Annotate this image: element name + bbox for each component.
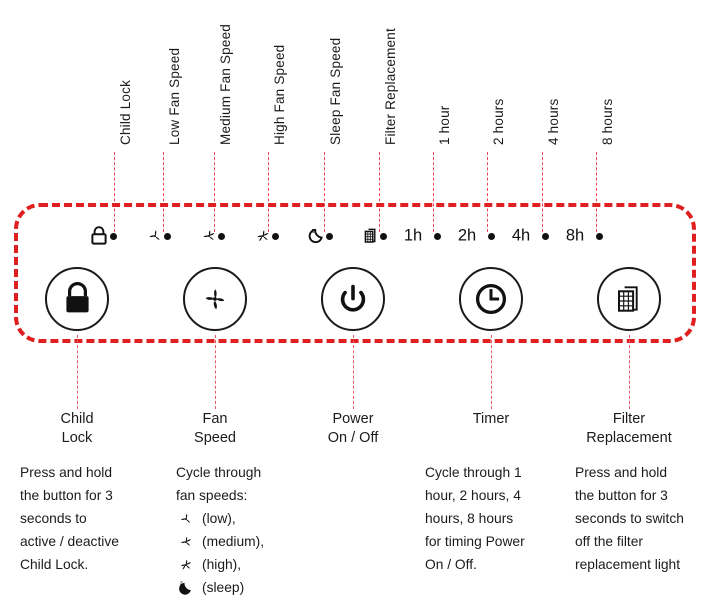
top-label-child-lock: Child Lock: [118, 79, 133, 145]
leader-line-child-lock-bottom: [77, 335, 78, 409]
indicator-sleep-moon-icon: z: [304, 219, 330, 253]
sleep-moon-icon: z: [176, 578, 202, 598]
indicator-fan-low-icon: [142, 219, 168, 253]
top-label-filter-replacement: Filter Replacement: [383, 28, 398, 145]
leader-line-filter-replacement: [379, 152, 380, 232]
leader-line-filter-bottom: [629, 335, 630, 409]
description-child-lock: Press and hold the button for 3 seconds …: [20, 465, 119, 572]
led-low-fan: [164, 232, 171, 240]
led-4-hours: [542, 232, 549, 240]
led-filter-replacement: [380, 232, 387, 240]
leader-line-timer-bottom: [491, 335, 492, 409]
indicator-lock-icon: [88, 219, 110, 253]
led-1-hour: [434, 232, 441, 240]
button-name-timer: Timer: [472, 411, 510, 427]
svg-text:z: z: [312, 229, 315, 235]
led-sleep-fan: [326, 232, 333, 240]
fan-legend-row-sleep: z (sleep): [176, 576, 264, 599]
leader-line-child-lock: [114, 152, 115, 232]
top-label-4-hours: 4 hours: [546, 98, 561, 145]
indicator-strip: z 1h 2h 4h 8h: [14, 219, 696, 253]
top-label-low-fan-speed: Low Fan Speed: [167, 47, 182, 145]
leader-line-medium-fan: [214, 152, 215, 232]
fan-icon: [196, 280, 234, 318]
leader-line-4-hours: [542, 152, 543, 232]
button-name-fan-speed: Fan Speed: [194, 411, 236, 446]
leader-line-high-fan: [268, 152, 269, 232]
filter-icon: [611, 280, 647, 318]
indicator-label-4h: 4h: [511, 226, 531, 245]
child-lock-button[interactable]: [45, 267, 109, 331]
fan-high-icon: [176, 555, 202, 575]
power-button[interactable]: [321, 267, 385, 331]
led-child-lock: [110, 232, 117, 240]
indicator-label-1h: 1h: [403, 226, 423, 245]
top-label-1-hour: 1 hour: [437, 105, 452, 145]
timer-button[interactable]: [459, 267, 523, 331]
filter-replacement-button[interactable]: [597, 267, 661, 331]
top-label-2-hours: 2 hours: [491, 98, 506, 145]
button-name-power: Power On / Off: [327, 411, 379, 446]
indicator-label-2h: 2h: [457, 226, 477, 245]
leader-line-low-fan: [163, 152, 164, 232]
description-filter-replacement: Press and hold the button for 3 seconds …: [575, 465, 684, 572]
fan-legend-label-sleep: (sleep): [202, 580, 245, 595]
leader-line-2-hours: [487, 152, 488, 232]
fan-medium-icon: [176, 532, 202, 552]
fan-legend-label-high: (high),: [202, 557, 242, 572]
power-icon: [335, 281, 371, 317]
fan-legend-row-medium: (medium),: [176, 530, 264, 553]
clock-icon: [472, 280, 510, 318]
button-name-filter-replacement: Filter Replacement: [586, 411, 672, 446]
fan-speed-legend: (low), (medium),: [176, 507, 264, 599]
control-panel-outline: [14, 203, 696, 343]
led-medium-fan: [218, 232, 225, 240]
fan-legend-row-low: (low),: [176, 507, 264, 530]
lock-icon: [61, 281, 94, 317]
indicator-filter-icon: [358, 219, 384, 253]
top-label-8-hours: 8 hours: [600, 98, 615, 145]
led-8-hours: [596, 232, 603, 240]
fan-low-icon: [176, 509, 202, 529]
leader-line-power-bottom: [353, 335, 354, 409]
description-fan-speed: Cycle through fan speeds:: [176, 465, 262, 503]
indicator-fan-medium-icon: [196, 219, 222, 253]
leader-line-1-hour: [433, 152, 434, 232]
leader-line-sleep-fan: [324, 152, 325, 232]
led-2-hours: [488, 232, 495, 240]
button-name-child-lock: Child Lock: [60, 411, 94, 446]
indicator-fan-high-icon: [250, 219, 276, 253]
fan-speed-button[interactable]: [183, 267, 247, 331]
top-label-sleep-fan-speed: Sleep Fan Speed: [328, 37, 343, 145]
fan-legend-label-medium: (medium),: [202, 534, 265, 549]
indicator-label-8h: 8h: [565, 226, 585, 245]
fan-legend-label-low: (low),: [202, 511, 236, 526]
led-high-fan: [272, 232, 279, 240]
leader-line-8-hours: [596, 152, 597, 232]
top-label-medium-fan-speed: Medium Fan Speed: [218, 23, 233, 145]
leader-line-fan-speed-bottom: [215, 335, 216, 409]
top-label-high-fan-speed: High Fan Speed: [272, 44, 287, 145]
fan-legend-row-high: (high),: [176, 553, 264, 576]
svg-text:z: z: [180, 580, 183, 586]
description-timer: Cycle through 1 hour, 2 hours, 4 hours, …: [425, 465, 525, 572]
